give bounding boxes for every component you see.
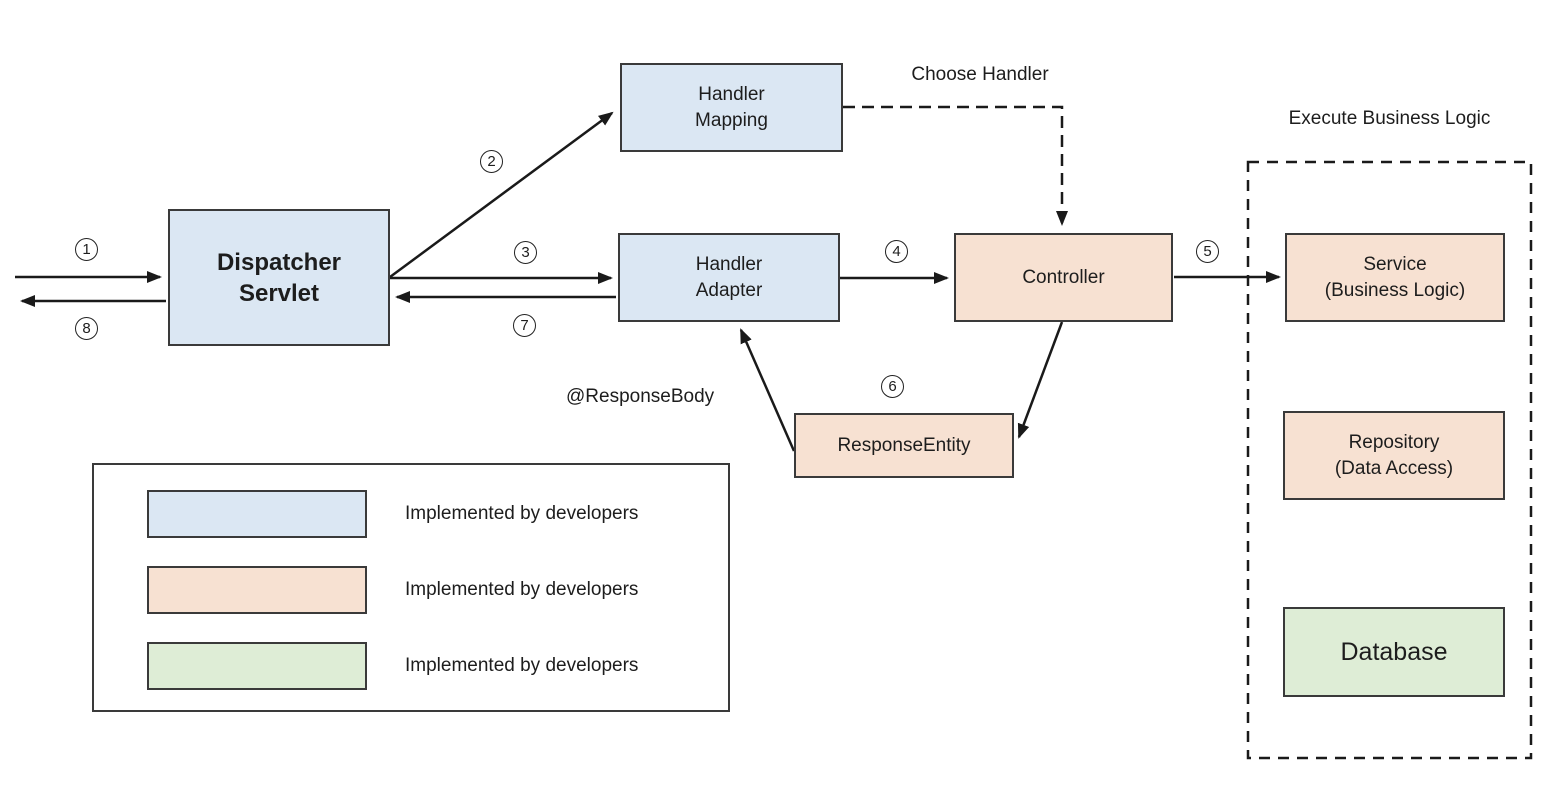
handler-mapping-label-line2: Mapping	[695, 109, 768, 131]
node-response-entity: ResponseEntity	[794, 413, 1014, 478]
legend-label-peach: Implemented by developers	[405, 579, 639, 600]
legend-label-blue: Implemented by developers	[405, 503, 639, 524]
legend-label-green: Implemented by developers	[405, 655, 639, 676]
arrow-choose-handler	[843, 105, 1068, 226]
handler-adapter-label-line1: Handler	[695, 253, 763, 275]
legend-swatch-blue	[147, 490, 367, 538]
database-label: Database	[1340, 638, 1448, 666]
repository-label-line2: (Data Access)	[1334, 457, 1454, 479]
arrow-step-2	[389, 111, 614, 279]
node-handler-adapter: Handler Adapter	[618, 233, 840, 322]
legend-box: Implemented by developers Implemented by…	[92, 463, 730, 712]
responsebody-label: @ResponseBody	[566, 386, 715, 407]
node-controller: Controller	[954, 233, 1173, 322]
service-label-line2: (Business Logic)	[1324, 279, 1466, 301]
response-entity-label: ResponseEntity	[837, 434, 971, 456]
choose-handler-label: Choose Handler	[911, 64, 1049, 85]
step-7-badge: 7	[513, 314, 536, 337]
node-service: Service (Business Logic)	[1285, 233, 1505, 322]
node-dispatcher-servlet: Dispatcher Servlet	[168, 209, 390, 346]
step-2-badge: 2	[480, 150, 503, 173]
service-label-line1: Service	[1363, 253, 1427, 275]
dispatcher-servlet-label-line2: Servlet	[238, 279, 320, 307]
legend-swatch-peach	[147, 566, 367, 614]
dispatcher-servlet-label-line1: Dispatcher	[216, 248, 342, 276]
controller-label: Controller	[1022, 266, 1105, 288]
step-8-badge: 8	[75, 317, 98, 340]
step-5-badge: 5	[1196, 240, 1219, 263]
step-6-badge: 6	[881, 375, 904, 398]
handler-mapping-label-line1: Handler	[698, 83, 765, 105]
repository-label-line1: Repository	[1348, 431, 1440, 453]
arrow-step-6	[1017, 321, 1064, 439]
node-handler-mapping: Handler Mapping	[620, 63, 843, 152]
step-1-badge: 1	[75, 238, 98, 261]
arrow-responsebody	[739, 328, 796, 452]
execute-business-logic-label: Execute Business Logic	[1288, 108, 1491, 129]
node-database: Database	[1283, 607, 1505, 697]
step-3-badge: 3	[514, 241, 537, 264]
legend-swatch-green	[147, 642, 367, 690]
handler-adapter-label-line2: Adapter	[695, 279, 763, 301]
node-repository: Repository (Data Access)	[1283, 411, 1505, 500]
step-4-badge: 4	[885, 240, 908, 263]
